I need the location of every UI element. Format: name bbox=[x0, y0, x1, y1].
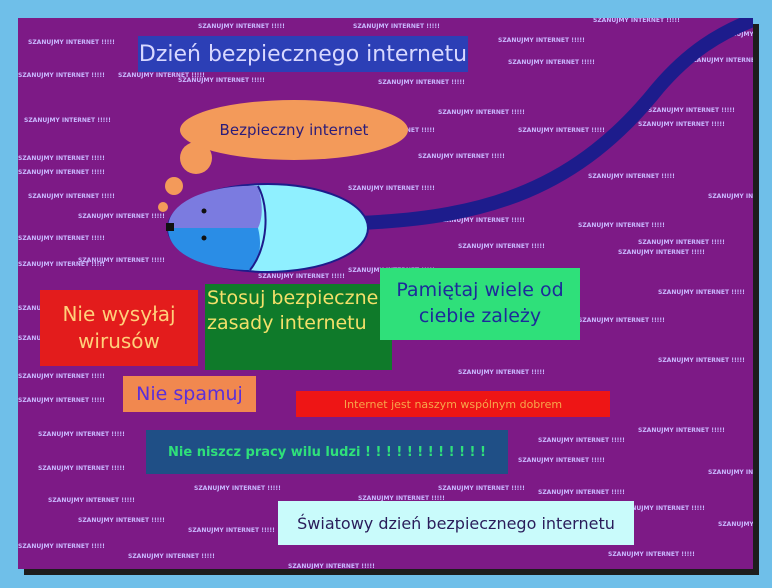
background-slogan: SZANUJMY INTERNET !!!!! bbox=[518, 127, 605, 134]
background-slogan: SZANUJMY INTERNET !!!!! bbox=[18, 235, 105, 242]
thought-dot-large bbox=[180, 142, 212, 174]
background-slogan: SZANUJMY INTERNET !!!!! bbox=[538, 489, 625, 496]
background-slogan: SZANUJMY INTERNET !!!!! bbox=[353, 23, 440, 30]
background-slogan: SZANUJMY INTERNET !!!!! bbox=[118, 72, 205, 79]
background-slogan: SZANUJMY INTERNET !!!!! bbox=[378, 79, 465, 86]
mouse-illustration bbox=[158, 18, 753, 273]
background-slogan: SZANUJMY INTERNET !!!!! bbox=[438, 109, 525, 116]
no-viruses-text: Nie wysyłaj wirusów bbox=[62, 302, 176, 353]
background-slogan: SZANUJMY INTERNET !!!!! bbox=[688, 57, 753, 64]
background-slogan: SZANUJMY INTERNET !!!!! bbox=[648, 107, 735, 114]
background-slogan: SZANUJMY INTERNET !!!!! bbox=[18, 169, 105, 176]
background-slogan: SZANUJMY INTERNET !!!!! bbox=[288, 563, 375, 570]
background-slogan: SZANUJMY INTERNET !!!!! bbox=[718, 521, 753, 528]
no-spam-box: Nie spamuj bbox=[123, 376, 256, 412]
background-slogan: SZANUJMY INTERNET !!!!! bbox=[18, 261, 105, 268]
background-slogan: SZANUJMY INTERNET !!!!! bbox=[438, 217, 525, 224]
background-slogan: SZANUJMY INTERNET !!!!! bbox=[18, 397, 105, 404]
background-slogan: SZANUJMY INTERNET !!!!! bbox=[538, 437, 625, 444]
background-slogan: SZANUJMY INTERNET !!!!! bbox=[28, 193, 115, 200]
background-slogan: SZANUJMY INTERNET !!!!! bbox=[178, 77, 265, 84]
background-slogan: SZANUJMY INTERNET !!!!! bbox=[658, 357, 745, 364]
background-slogan: SZANUJMY INTERNET !!!!! bbox=[438, 485, 525, 492]
safe-rules-text: Stosuj bezpieczne zasady internetu bbox=[207, 287, 379, 334]
title-box: Dzień bezpiecznego internetu bbox=[138, 36, 468, 72]
background-slogan: SZANUJMY INTERNET !!!!! bbox=[618, 505, 705, 512]
thought-bubble: Bezpieczny internet bbox=[180, 100, 408, 160]
background-slogan: SZANUJMY INTERNET !!!!! bbox=[638, 121, 725, 128]
background-slogan: SZANUJMY INTERNET !!!!! bbox=[498, 37, 585, 44]
mouse-cable bbox=[351, 18, 753, 230]
background-slogan: SZANUJMY INTERNET !!!!! bbox=[18, 373, 105, 380]
background-slogan: SZANUJMY INTERNET !!!!! bbox=[188, 527, 275, 534]
background-slogan: SZANUJMY INTERNET !!!!! bbox=[28, 39, 115, 46]
background-slogan: SZANUJMY INTERNET !!!!! bbox=[194, 485, 281, 492]
background-slogan: SZANUJMY INTERNET !!!!! bbox=[508, 59, 595, 66]
background-slogan: SZANUJMY INTERNET !!!!! bbox=[348, 185, 435, 192]
background-slogan: SZANUJMY INTERNET !!!!! bbox=[588, 173, 675, 180]
background-slogan: SZANUJMY INTERNET !!!!! bbox=[38, 431, 125, 438]
background-slogan: SZANUJMY INTERNET !!!!! bbox=[128, 553, 215, 560]
background-slogan: SZANUJMY INTERNET !!!!! bbox=[418, 153, 505, 160]
background-slogan: SZANUJMY INTERNET !!!!! bbox=[198, 23, 285, 30]
mouse-eye-upper bbox=[201, 208, 207, 214]
thought-bubble-text: Bezpieczny internet bbox=[219, 121, 369, 139]
background-slogan: SZANUJMY INTERNET !!!!! bbox=[18, 543, 105, 550]
no-spam-text: Nie spamuj bbox=[136, 383, 243, 405]
background-slogan: SZANUJMY INTERNET !!!!! bbox=[18, 155, 105, 162]
thought-dot-medium bbox=[165, 177, 183, 195]
safe-rules-box: Stosuj bezpieczne zasady internetu bbox=[205, 284, 392, 370]
background-slogan: SZANUJMY INTERNET !!!!! bbox=[638, 427, 725, 434]
mouse-nose bbox=[166, 223, 174, 231]
mouse-right-button bbox=[168, 228, 261, 270]
mouse-eye-lower bbox=[201, 235, 207, 241]
thought-dot-small bbox=[158, 202, 168, 212]
background-slogan: SZANUJMY INTERNET !!!!! bbox=[78, 517, 165, 524]
remember-box: Pamiętaj wiele od ciebie zależy bbox=[380, 268, 580, 340]
background-slogan: SZANUJMY INTERNET !!!!! bbox=[578, 222, 665, 229]
mouse-left-button bbox=[168, 185, 262, 228]
background-slogan: SZANUJMY INTERNET !!!!! bbox=[358, 495, 445, 502]
background-slogan: SZANUJMY INTERNET !!!!! bbox=[48, 497, 135, 504]
poster: SZANUJMY INTERNET !!!!!SZANUJMY INTERNET… bbox=[18, 18, 753, 569]
background-slogan: SZANUJMY INTERNET !!!!! bbox=[18, 72, 105, 79]
background-slogan: SZANUJMY INTERNET !!!!! bbox=[658, 289, 745, 296]
background-slogan: SZANUJMY INTERNET !!!!! bbox=[608, 551, 695, 558]
background-slogan: SZANUJMY INTERNET !!!!! bbox=[458, 243, 545, 250]
no-viruses-box: Nie wysyłaj wirusów bbox=[40, 290, 198, 366]
background-slogan: SZANUJMY INTERNET !!!!! bbox=[708, 193, 753, 200]
background-slogan: SZANUJMY INTERNET !!!!! bbox=[708, 469, 753, 476]
page-title: Dzień bezpiecznego internetu bbox=[138, 41, 468, 67]
background-slogan: SZANUJMY INTERNET !!!!! bbox=[458, 369, 545, 376]
world-day-text: Światowy dzień bezpiecznego internetu bbox=[297, 513, 615, 533]
common-good-text: Internet jest naszym wspólnym dobrem bbox=[343, 397, 563, 411]
background-slogan: SZANUJMY INTERNET !!!!! bbox=[78, 213, 165, 220]
background-slogan: SZANUJMY INTERNET !!!!! bbox=[578, 317, 665, 324]
common-good-box: Internet jest naszym wspólnym dobrem bbox=[296, 391, 610, 417]
background-slogan: SZANUJMY INTERNET !!!!! bbox=[593, 18, 680, 24]
background-slogan: SZANUJMY INTERNET !!!!! bbox=[618, 249, 705, 256]
background-slogan: SZANUJMY INTERNET !!!!! bbox=[24, 117, 111, 124]
background-slogan: SZANUJMY INTERNET !!!!! bbox=[258, 273, 345, 280]
background-slogan: SZANUJMY INTERNET !!!!! bbox=[638, 239, 725, 246]
background-slogan: SZANUJMY INTERNET !!!!! bbox=[78, 257, 165, 264]
background-slogan: SZANUJMY INTERNET !!!!! bbox=[38, 465, 125, 472]
background-slogan: SZANUJMY INTERNET !!!!! bbox=[518, 457, 605, 464]
no-destroy-box: Nie niszcz pracy wilu ludzi ! ! ! ! ! ! … bbox=[146, 430, 508, 474]
world-day-box: Światowy dzień bezpiecznego internetu bbox=[278, 501, 634, 545]
remember-text: Pamiętaj wiele od ciebie zależy bbox=[396, 279, 564, 327]
no-destroy-text: Nie niszcz pracy wilu ludzi ! ! ! ! ! ! … bbox=[168, 444, 486, 460]
